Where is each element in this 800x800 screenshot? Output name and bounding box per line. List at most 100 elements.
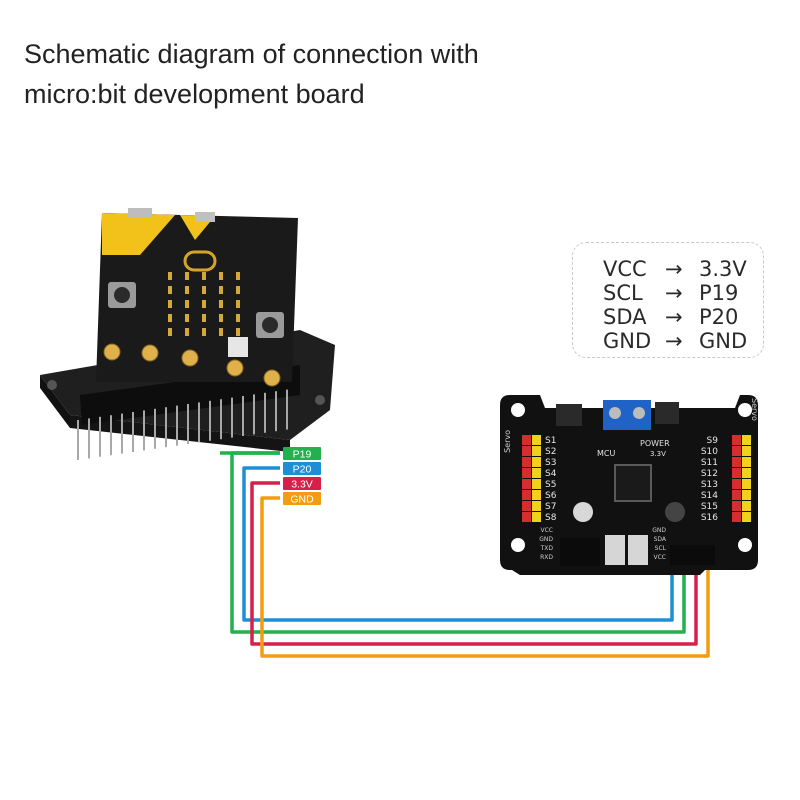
led bbox=[236, 286, 240, 294]
servo-channel-label: S13 bbox=[701, 480, 718, 490]
arrow-right-icon: → bbox=[665, 281, 683, 305]
arrow-right-icon: → bbox=[665, 329, 683, 353]
led bbox=[168, 272, 172, 280]
mapping-to: 3.3V bbox=[699, 257, 747, 281]
mcu-chip bbox=[614, 464, 652, 502]
servo-pin bbox=[722, 490, 731, 500]
header-label: RXD bbox=[540, 554, 553, 561]
servo-pin bbox=[522, 468, 531, 478]
edge-pad bbox=[263, 369, 281, 387]
led bbox=[168, 314, 172, 322]
pin-label-badge bbox=[283, 492, 321, 505]
mapping-row: SCL → P19 bbox=[573, 281, 763, 305]
pin-label-text: 3.3V bbox=[291, 479, 313, 491]
servo-pin bbox=[732, 435, 741, 445]
servo-pin bbox=[732, 457, 741, 467]
servo-pin bbox=[522, 435, 531, 445]
servo-channel-label: S11 bbox=[701, 458, 718, 468]
wire bbox=[250, 481, 698, 646]
i2c-header bbox=[670, 545, 715, 565]
mapping-row: SDA → P20 bbox=[573, 305, 763, 329]
voltage-label: 3.3V bbox=[650, 450, 666, 458]
button-a bbox=[108, 282, 136, 308]
microbit-board bbox=[96, 208, 298, 387]
pin-label-badge bbox=[283, 447, 321, 460]
servo-channel-label: S3 bbox=[545, 458, 556, 468]
mapping-row: GND → GND bbox=[573, 329, 763, 353]
pin-label-badge bbox=[283, 477, 321, 490]
servo-pin bbox=[742, 468, 751, 478]
servo-pin bbox=[532, 468, 541, 478]
mapping-from: SCL bbox=[603, 281, 643, 305]
servo-pin bbox=[742, 446, 751, 456]
header-label: VCC bbox=[654, 554, 666, 561]
led bbox=[236, 328, 240, 336]
servo-pin bbox=[512, 490, 521, 500]
servo-pin bbox=[742, 479, 751, 489]
jst-connector-right bbox=[628, 535, 648, 565]
servo-pin bbox=[722, 457, 731, 467]
servo-pin bbox=[522, 512, 531, 522]
header-label: TXD bbox=[540, 545, 554, 552]
servo-pin bbox=[512, 512, 521, 522]
servo-pin bbox=[522, 457, 531, 467]
servo-channel-label: S6 bbox=[545, 491, 557, 501]
servo-pin bbox=[722, 446, 731, 456]
servo-pin bbox=[532, 435, 541, 445]
mcu-label: MCU bbox=[597, 449, 615, 458]
crystal bbox=[665, 502, 685, 522]
arrow-right-icon: → bbox=[665, 305, 683, 329]
usb-port bbox=[195, 212, 215, 222]
servo-pin bbox=[722, 479, 731, 489]
title-line-1: Schematic diagram of connection with bbox=[24, 39, 479, 69]
servo-pin bbox=[512, 457, 521, 467]
servo-pin bbox=[532, 501, 541, 511]
mapping-to: GND bbox=[699, 329, 748, 353]
servo-pin bbox=[532, 512, 541, 522]
header-label: SDA bbox=[654, 536, 667, 543]
edge-pads bbox=[103, 343, 281, 387]
power-label: POWER bbox=[640, 439, 670, 448]
servo-channel-label: S12 bbox=[701, 469, 718, 479]
led bbox=[202, 300, 206, 308]
qr-sticker bbox=[228, 337, 248, 357]
pin-label-badge bbox=[283, 462, 321, 475]
servo-pin bbox=[722, 512, 731, 522]
servo-channel-label: S5 bbox=[545, 480, 556, 490]
servo-channel-label: S16 bbox=[701, 513, 718, 523]
servo-channel-label: S14 bbox=[701, 491, 718, 501]
header-label: SCL bbox=[655, 545, 667, 552]
button-b bbox=[256, 312, 284, 338]
servo-pin bbox=[722, 435, 731, 445]
header-label: VCC bbox=[541, 527, 553, 534]
servo-pin bbox=[512, 479, 521, 489]
led bbox=[185, 286, 189, 294]
mapping-to: P19 bbox=[699, 281, 739, 305]
pin-label-text: P20 bbox=[293, 464, 312, 476]
pin-label-text: GND bbox=[290, 494, 314, 506]
servo-pin bbox=[522, 501, 531, 511]
servo-pin bbox=[732, 501, 741, 511]
servo-channel-label: S4 bbox=[545, 469, 557, 479]
servo-pin bbox=[732, 479, 741, 489]
capacitor bbox=[573, 502, 593, 522]
servo-channel-label: S1 bbox=[545, 436, 556, 446]
servo-pin bbox=[732, 446, 741, 456]
led bbox=[185, 272, 189, 280]
servo-pin bbox=[512, 446, 521, 456]
edge-pad bbox=[103, 343, 121, 361]
servo-pin bbox=[532, 479, 541, 489]
regulator bbox=[655, 402, 679, 424]
edge-pad bbox=[141, 344, 159, 362]
led bbox=[219, 272, 223, 280]
servo-pin bbox=[732, 490, 741, 500]
servo-pin bbox=[742, 512, 751, 522]
servo-pin bbox=[742, 501, 751, 511]
led bbox=[202, 286, 206, 294]
header-pins bbox=[77, 389, 288, 460]
voltage-regulator bbox=[556, 404, 582, 426]
